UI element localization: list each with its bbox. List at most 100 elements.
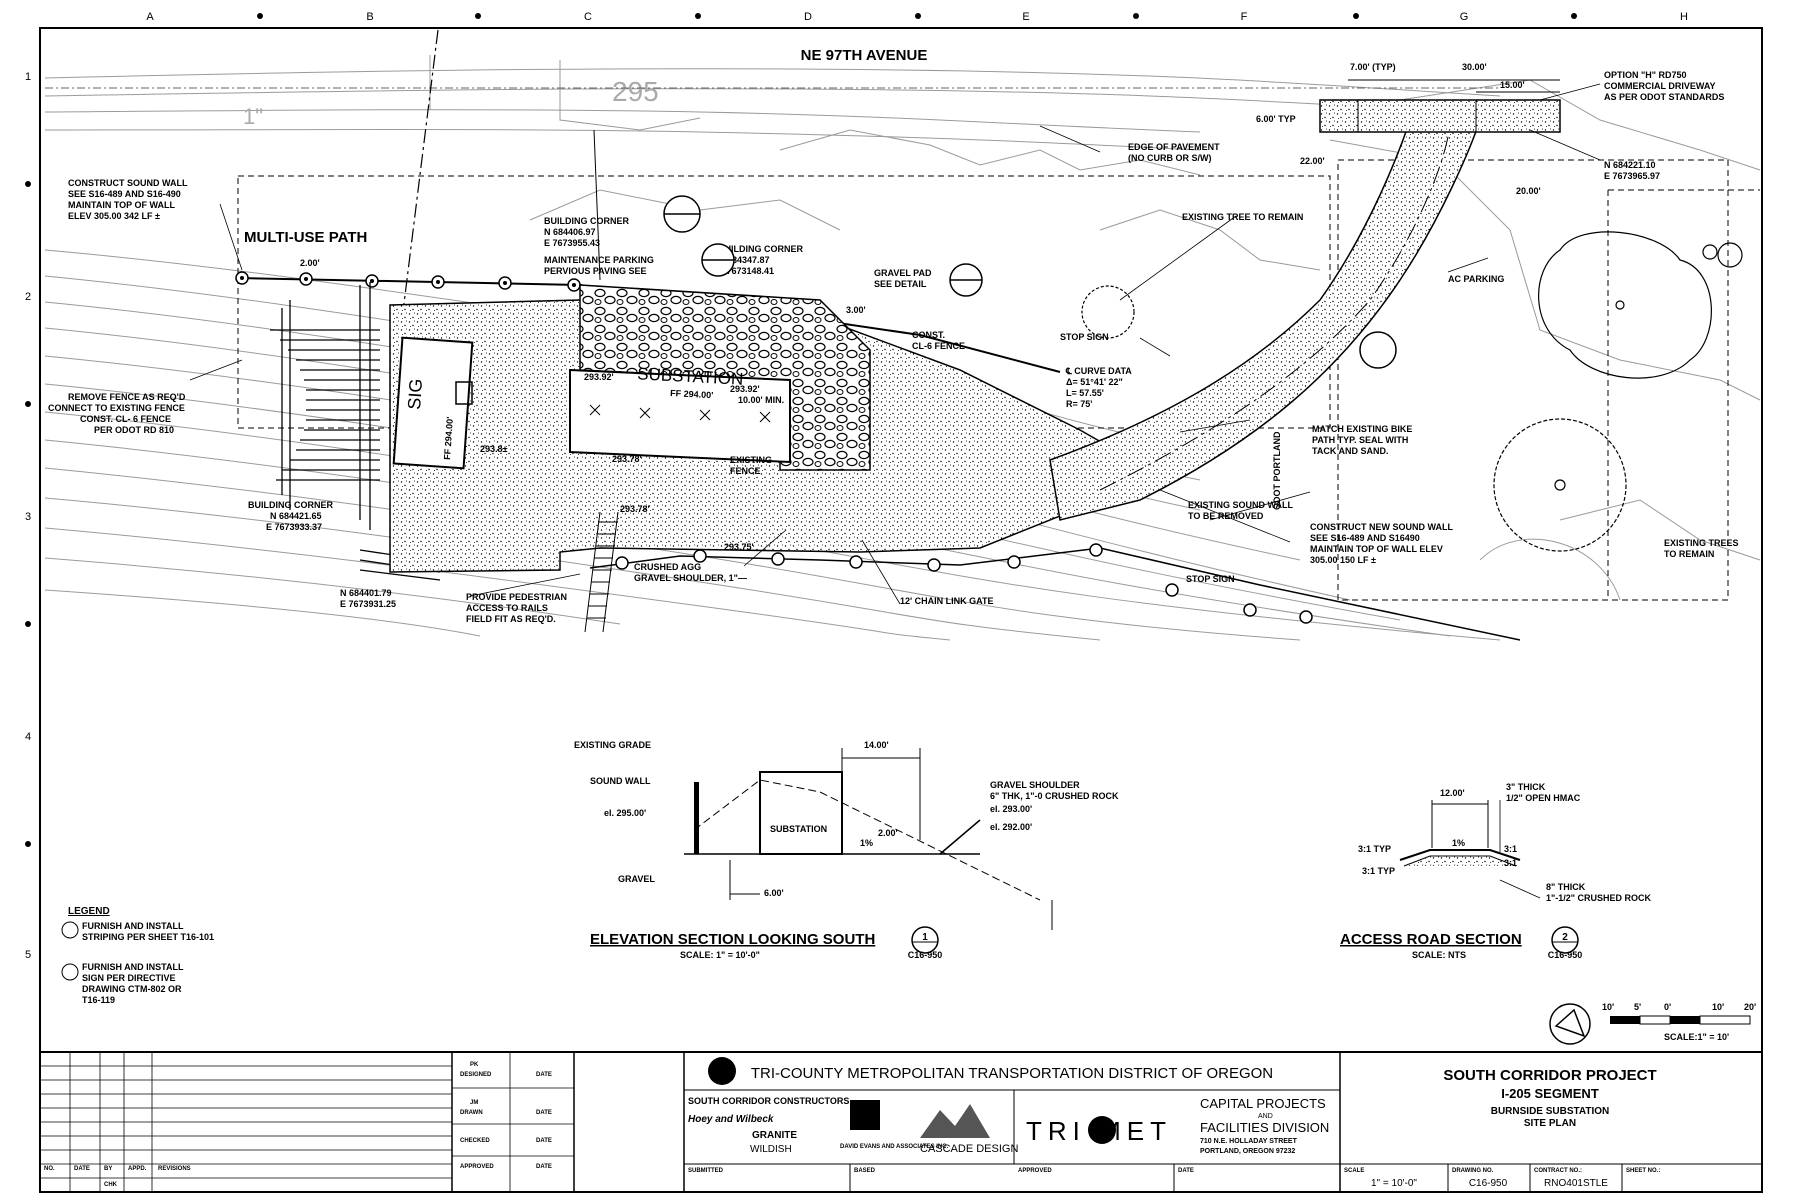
cascade-logo xyxy=(920,1104,990,1138)
drawn-initials: JM xyxy=(470,1100,478,1106)
elev-dim-2: 2.00' xyxy=(878,828,898,838)
ped-access-3: FIELD FIT AS REQ'D. xyxy=(466,614,556,624)
legend: LEGEND FURNISH AND INSTALL STRIPING PER … xyxy=(61,906,214,1005)
access-typ-2: 3:1 TYP xyxy=(1362,866,1395,876)
gravel-pad-2: SEE DETAIL xyxy=(874,279,927,289)
access-num: 2 xyxy=(1562,932,1568,943)
access-title: ACCESS ROAD SECTION xyxy=(1340,931,1522,948)
contract-number: RNO401STLE xyxy=(1544,1178,1608,1189)
maint-parking-2: PERVIOUS PAVING SEE xyxy=(544,266,647,276)
curve-data-2: Δ= 51°41' 22" xyxy=(1066,377,1123,387)
dim-20-00: 20.00' xyxy=(1516,186,1541,196)
sheet-title-2: SITE PLAN xyxy=(1524,1118,1576,1129)
designed-label: DESIGNED xyxy=(460,1072,492,1078)
based-label: BASED xyxy=(854,1168,876,1174)
sound-wall-note-2: SEE S16-489 AND S16-490 xyxy=(68,189,181,199)
partner-wildish: WILDISH xyxy=(750,1144,792,1155)
bldg-corner-2-c: E 7673148.41 xyxy=(718,266,774,276)
rev-appd: APPD. xyxy=(128,1166,147,1172)
new-wall-note-1: CONSTRUCT NEW SOUND WALL xyxy=(1310,522,1453,532)
designed-initials: PK xyxy=(470,1062,479,1068)
grid-markers: A B C D E F G H 1 2 3 4 5 xyxy=(25,11,1688,961)
elevation-scale: SCALE: 1" = 10'-0" xyxy=(680,950,760,960)
access-scale: SCALE: NTS xyxy=(1412,950,1466,960)
grid-row-5: 5 xyxy=(25,949,31,961)
access-slope: 1% xyxy=(1452,838,1465,848)
match-bike-1: MATCH EXISTING BIKE xyxy=(1312,424,1412,434)
access-rock-2: 1"-1/2" CRUSHED ROCK xyxy=(1546,893,1652,903)
sheet-label: SHEET NO.: xyxy=(1626,1168,1660,1174)
access-road-section: 12.00' 1% 3" THICK 1/2" OPEN HMAC 3:1 TY… xyxy=(1340,782,1652,960)
north-arrow-icon xyxy=(1549,1003,1591,1045)
access-typ-1: 3:1 TYP xyxy=(1358,844,1391,854)
min-clearance: 10.00' MIN. xyxy=(738,395,784,405)
elev-slope: 1% xyxy=(860,838,873,848)
sig-label: SIG xyxy=(404,378,426,410)
ped-access-1: PROVIDE PEDESTRIAN xyxy=(466,592,567,602)
bar-tick-0: 10' xyxy=(1602,1002,1614,1012)
checked-date: DATE xyxy=(536,1138,552,1144)
grid-row-4: 4 xyxy=(25,731,31,743)
grid-col-b: B xyxy=(366,11,373,23)
legend-title: LEGEND xyxy=(68,906,110,917)
bar-tick-1: 5' xyxy=(1634,1002,1641,1012)
elevation-title: ELEVATION SECTION LOOKING SOUTH xyxy=(590,931,875,948)
bldg-corner-2-a: BUILDING CORNER xyxy=(718,244,803,254)
legend-item2-a: FURNISH AND INSTALL xyxy=(82,962,184,972)
grid-row-2: 2 xyxy=(25,291,31,303)
scale-value: 1" = 10'-0" xyxy=(1371,1178,1417,1189)
dim-22-00: 22.00' xyxy=(1300,156,1325,166)
stop-sign-2: STOP SIGN xyxy=(1186,574,1235,584)
dim-6-00: 6.00' TYP xyxy=(1256,114,1296,124)
title-block: NO. DATE BY APPD. REVISIONS CHK PK DESIG… xyxy=(40,1051,1762,1192)
sound-wall-note-4: ELEV 305.00 342 LF ± xyxy=(68,211,160,221)
agency-seal-icon xyxy=(708,1057,736,1085)
contract-label: CONTRACT NO.: xyxy=(1534,1168,1582,1174)
sheet-border xyxy=(39,27,1763,1193)
sheet-title-1: BURNSIDE SUBSTATION xyxy=(1491,1106,1610,1117)
elevation-sheet: C16-950 xyxy=(908,950,943,960)
rev-date: DATE xyxy=(74,1166,90,1172)
rev-by: BY xyxy=(104,1166,112,1172)
edge-pavement-2: (NO CURB OR S/W) xyxy=(1128,153,1212,163)
elevation-section: EXISTING GRADE SOUND WALL el. 295.00' GR… xyxy=(574,740,1119,960)
new-wall-note-3: MAINTAIN TOP OF WALL ELEV xyxy=(1310,544,1443,554)
const-fence-2: CL-6 FENCE xyxy=(912,341,965,351)
bar-tick-2: 0' xyxy=(1664,1002,1671,1012)
elev-d: 293.75' xyxy=(724,542,754,552)
existing-fence-2: FENCE xyxy=(730,466,761,476)
bldg-corner-1-c: E 7673955.43 xyxy=(544,238,600,248)
gravel-shoulder-2: 6" THK, 1"-0 CRUSHED ROCK xyxy=(990,791,1119,801)
elevation-substation xyxy=(759,771,843,855)
slope-hatch xyxy=(270,282,441,581)
coord-ne-n: N 684221.10 xyxy=(1604,160,1656,170)
driveway xyxy=(1319,99,1561,133)
bldg-corner-sw-1: BUILDING CORNER xyxy=(248,500,333,510)
submitted-label: SUBMITTED xyxy=(688,1168,724,1174)
sound-wall-note-1: CONSTRUCT SOUND WALL xyxy=(68,178,188,188)
contour-lines xyxy=(44,55,1761,641)
el-293-label: el. 293.00' xyxy=(990,804,1032,814)
bar-scale-label: SCALE:1" = 10' xyxy=(1664,1032,1729,1042)
elev-dim-6: 6.00' xyxy=(764,888,784,898)
drawn-date: DATE xyxy=(536,1110,552,1116)
substation-building xyxy=(569,368,791,464)
partner-hoey: Hoey and Wilbeck xyxy=(688,1114,774,1125)
match-bike-3: TACK AND SAND. xyxy=(1312,446,1389,456)
grid-col-g: G xyxy=(1460,11,1469,23)
dim-7-00: 7.00' (TYP) xyxy=(1350,62,1396,72)
contractor-name: SOUTH CORRIDOR CONSTRUCTORS xyxy=(688,1096,849,1106)
trimet-dot-icon xyxy=(1088,1116,1116,1144)
elev-293-92-b: 293.92' xyxy=(730,384,760,394)
grid-col-e: E xyxy=(1022,11,1029,23)
division-4: 710 N.E. HOLLADAY STREET xyxy=(1200,1138,1298,1145)
new-wall-note-4: 305.00 150 LF ± xyxy=(1310,555,1376,565)
coord-ne-e: E 7673965.97 xyxy=(1604,171,1660,181)
division-2: AND xyxy=(1258,1113,1273,1120)
bldg-corner-1-b: N 684406.97 xyxy=(544,227,596,237)
legend-item1-a: FURNISH AND INSTALL xyxy=(82,921,184,931)
approved-date: DATE xyxy=(536,1164,552,1170)
curve-data-3: L= 57.55' xyxy=(1066,388,1104,398)
designed-date: DATE xyxy=(536,1072,552,1078)
